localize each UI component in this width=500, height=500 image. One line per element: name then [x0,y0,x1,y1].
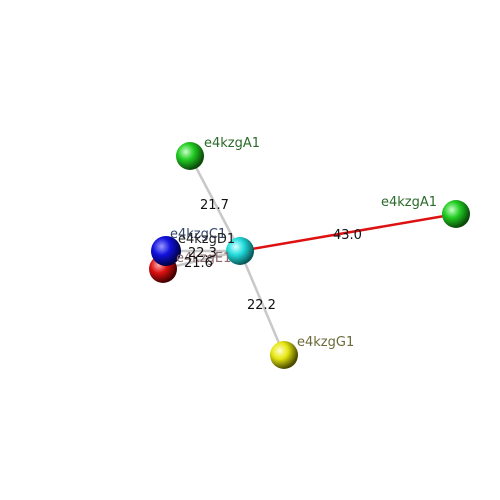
node-g-yellow-sphere[interactable] [270,341,298,369]
node-label-a-right: e4kzgA1 [381,195,437,210]
node-a-top-sphere[interactable] [176,142,204,170]
node-a-right-sphere[interactable] [442,200,470,228]
edge-center-a-right [239,212,457,253]
node-label-c-blue: e4kzgC1 [170,227,226,242]
distance-label-center-a-right: 43.0 [333,228,362,243]
node-c-blue-sphere[interactable] [151,236,181,266]
distance-label-center-g-yellow: 22.2 [247,298,276,313]
distance-label-center-e-red: 21.6 [184,256,213,271]
node-label-g-yellow: e4kzgG1 [297,335,354,350]
node-center-cyan-sphere[interactable] [226,237,254,265]
edge-center-a-top [188,155,242,252]
distance-label-center-c-blue: 22.3 [188,246,217,261]
edge-center-g-yellow [238,250,286,356]
node-label-d-red: e4kzgD1 [178,232,235,247]
node-label-a-top: e4kzgA1 [204,136,260,151]
node-label-e-red: e4kzgE1 [176,251,231,266]
distance-label-center-a-top: 21.7 [200,198,229,213]
